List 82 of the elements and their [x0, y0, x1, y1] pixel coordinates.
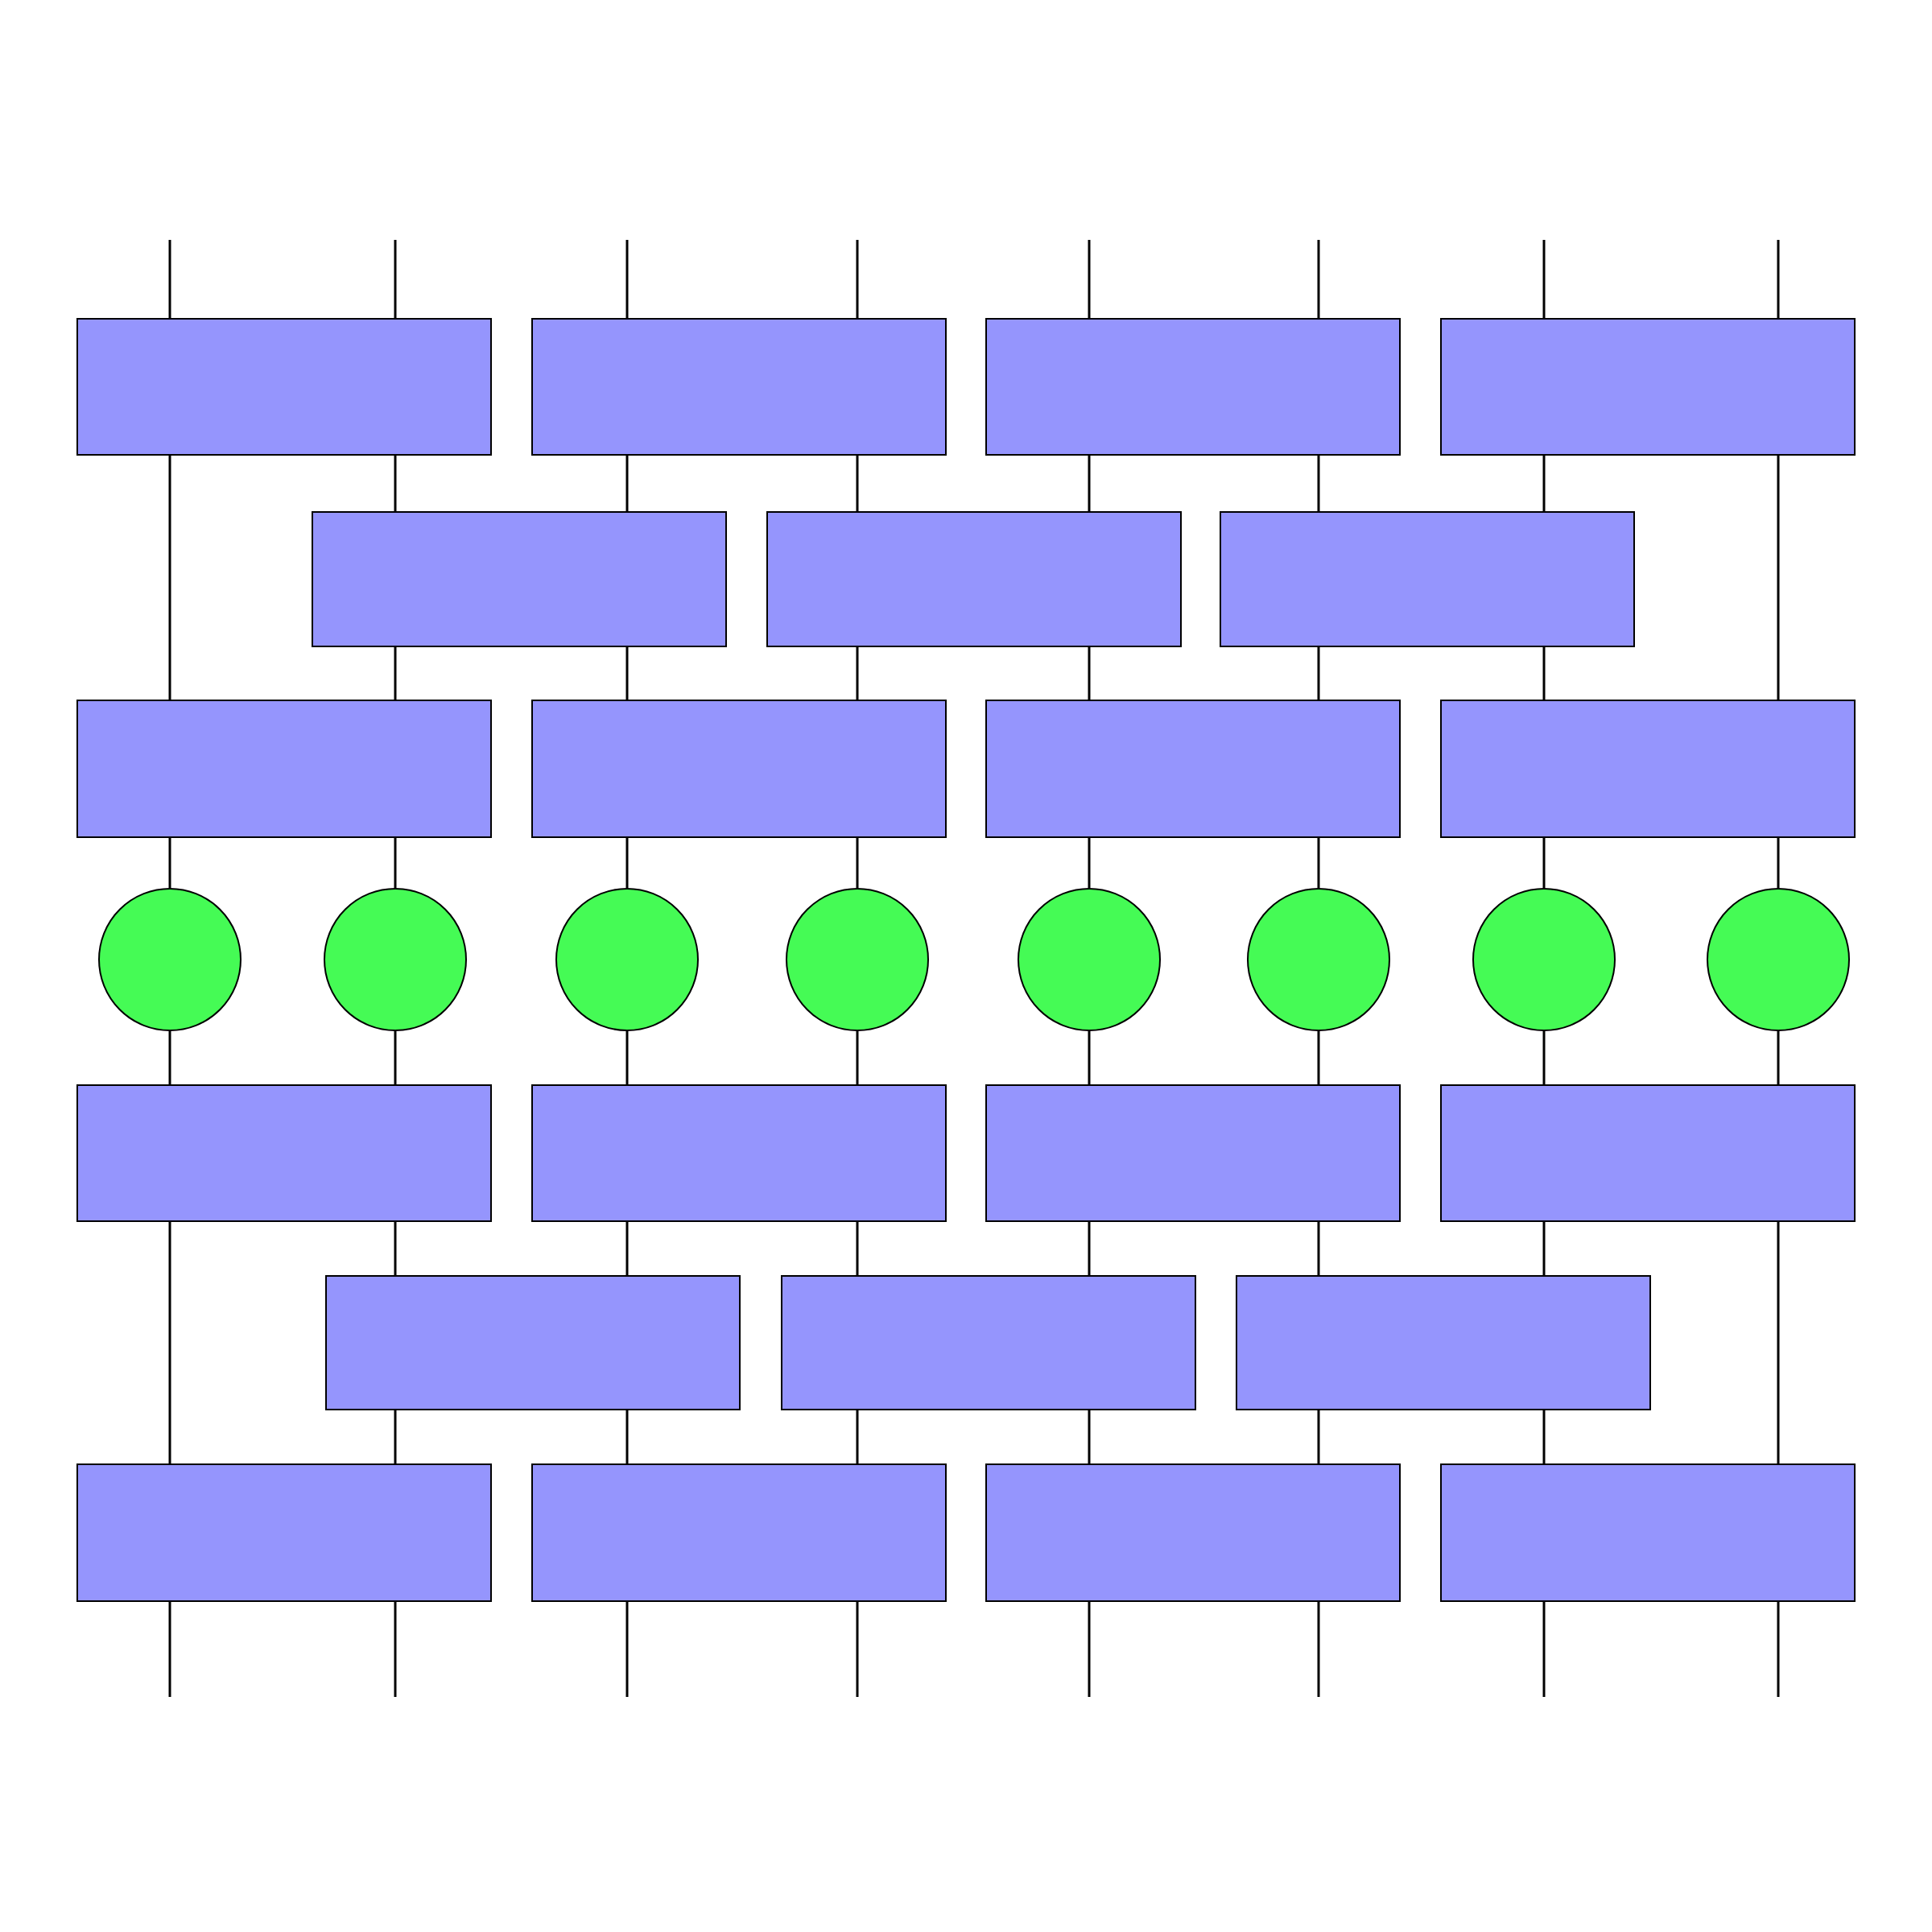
wire-line	[1777, 456, 1780, 700]
gate-box	[531, 700, 947, 838]
wire-line	[394, 1602, 397, 1697]
wire-line	[1317, 1222, 1320, 1275]
wire-line	[168, 838, 171, 888]
wire-line	[394, 456, 397, 511]
gate-box	[766, 511, 1182, 647]
wire-line	[394, 240, 397, 318]
wire-line	[394, 1222, 397, 1275]
wire-line	[1777, 1031, 1780, 1084]
wire-line	[1542, 647, 1546, 700]
wire-line	[168, 240, 171, 318]
wire-line	[168, 1031, 171, 1084]
wire-line	[394, 1031, 397, 1084]
wire-line	[1317, 1031, 1320, 1084]
wire-line	[1542, 1222, 1546, 1275]
wire-line	[856, 1602, 859, 1697]
gate-box	[312, 511, 727, 647]
wire-line	[168, 1602, 171, 1697]
wire-line	[1542, 1410, 1546, 1463]
wire-line	[625, 838, 629, 888]
gate-box	[985, 318, 1401, 456]
wire-line	[1317, 1602, 1320, 1697]
wire-line	[1088, 240, 1091, 318]
wire-line	[168, 1222, 171, 1463]
wire-line	[1317, 647, 1320, 700]
wire-line	[625, 1602, 629, 1697]
wire-line	[625, 1410, 629, 1463]
gate-box	[1236, 1275, 1651, 1410]
gate-box	[1440, 700, 1856, 838]
gate-box	[76, 1084, 492, 1222]
gate-box	[1440, 1463, 1856, 1602]
wire-line	[1088, 838, 1091, 888]
wire-line	[1088, 1031, 1091, 1084]
gate-box	[781, 1275, 1196, 1410]
wire-line	[394, 838, 397, 888]
wire-line	[856, 647, 859, 700]
gate-box	[531, 1084, 947, 1222]
gate-box	[531, 318, 947, 456]
wire-line	[1777, 240, 1780, 318]
wire-line	[856, 456, 859, 511]
wire-line	[1777, 1222, 1780, 1463]
wire-line	[1777, 838, 1780, 888]
wire-line	[856, 240, 859, 318]
wire-line	[1542, 838, 1546, 888]
wire-line	[856, 1222, 859, 1275]
gate-box	[1440, 318, 1856, 456]
wire-line	[1317, 838, 1320, 888]
wire-line	[625, 1222, 629, 1275]
wire-line	[856, 838, 859, 888]
wire-line	[394, 1410, 397, 1463]
gate-box	[531, 1463, 947, 1602]
wire-line	[1542, 240, 1546, 318]
wire-line	[1542, 1602, 1546, 1697]
wire-line	[1088, 1222, 1091, 1275]
wire-line	[856, 1410, 859, 1463]
wire-line	[1317, 456, 1320, 511]
wire-line	[625, 456, 629, 511]
wire-line	[1088, 456, 1091, 511]
gate-box	[325, 1275, 741, 1410]
wire-line	[1542, 456, 1546, 511]
wire-line	[625, 1031, 629, 1084]
wire-line	[1542, 1031, 1546, 1084]
wire-line	[625, 647, 629, 700]
wire-line	[1317, 240, 1320, 318]
gate-box	[76, 318, 492, 456]
wire-line	[1317, 1410, 1320, 1463]
wire-line	[1088, 1410, 1091, 1463]
gate-box	[1220, 511, 1635, 647]
gate-box	[76, 700, 492, 838]
wire-line	[1088, 1602, 1091, 1697]
wire-line	[856, 1031, 859, 1084]
wire-line	[168, 456, 171, 700]
wire-line	[1777, 1602, 1780, 1697]
gate-box	[1440, 1084, 1856, 1222]
gate-box	[76, 1463, 492, 1602]
gate-box	[985, 700, 1401, 838]
wire-line	[625, 240, 629, 318]
gate-box	[985, 1084, 1401, 1222]
wire-line	[1088, 647, 1091, 700]
gate-box	[985, 1463, 1401, 1602]
wire-line	[394, 647, 397, 700]
